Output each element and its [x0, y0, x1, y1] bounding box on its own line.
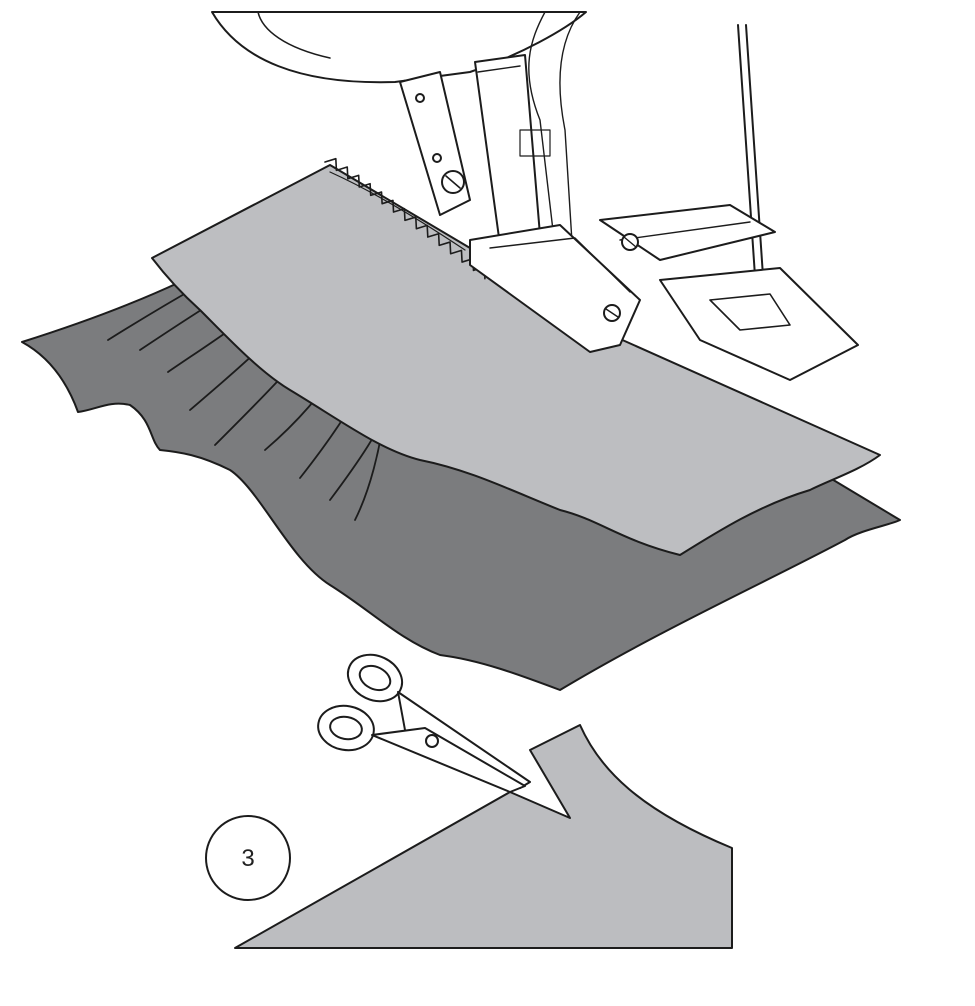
step-number-badge: 3: [205, 815, 291, 901]
presser-foot-assembly: [399, 11, 859, 381]
top-fabric: [151, 164, 881, 556]
scissors-icon: [317, 653, 531, 793]
cut-fabric: [234, 724, 733, 949]
step-number: 3: [241, 845, 254, 872]
overlock-stitching: [324, 157, 486, 280]
